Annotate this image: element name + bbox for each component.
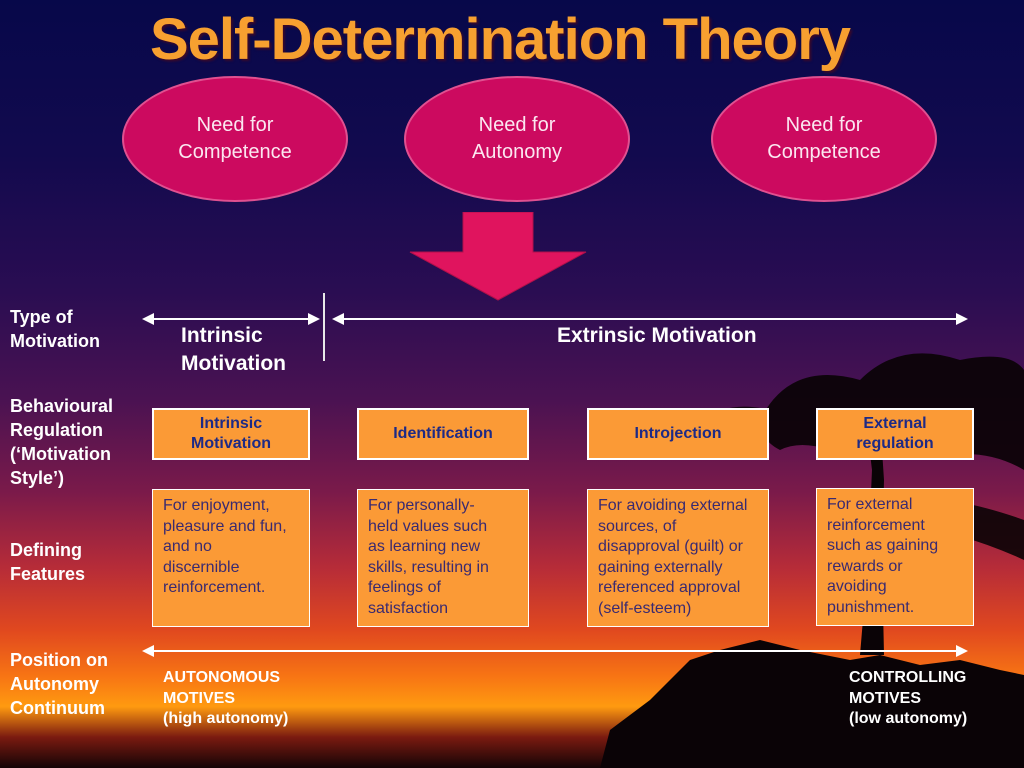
- label-line: Style’): [10, 468, 65, 488]
- label-line: CONTROLLING: [849, 669, 967, 686]
- feature-line: gaining externally: [598, 558, 723, 576]
- need-for-competence-ellipse-left: Need for Competence: [122, 76, 348, 202]
- feature-line: skills, resulting in: [368, 558, 489, 576]
- page-title: Self-Determination Theory: [149, 7, 851, 72]
- autonomy-continuum-arrow: [142, 645, 968, 657]
- feature-line: punishment.: [827, 598, 915, 616]
- extrinsic-range-arrow: [332, 313, 968, 325]
- feature-line: discernible: [163, 558, 240, 576]
- feature-intrinsic: For enjoyment, pleasure and fun, and no …: [152, 489, 310, 627]
- need-line-1: Need for: [785, 114, 863, 136]
- feature-line: as learning new: [368, 538, 481, 555]
- label-line: Features: [10, 564, 86, 584]
- feature-external: For external reinforcement such as gaini…: [816, 488, 974, 626]
- feature-line: disapproval (guilt) or: [598, 538, 743, 555]
- box-line: External: [863, 415, 927, 432]
- feature-line: referenced approval: [598, 579, 741, 596]
- row-label-defining-features: Defining Features: [10, 538, 85, 586]
- label-line: Intrinsic: [181, 324, 263, 347]
- need-line-2: Autonomy: [471, 141, 563, 163]
- feature-line: such as gaining: [827, 537, 939, 554]
- label-line: Regulation: [10, 420, 103, 440]
- label-line: (high autonomy): [163, 710, 289, 727]
- down-arrow-icon: [409, 212, 587, 301]
- label-line: Position on: [10, 650, 108, 670]
- feature-line: avoiding: [827, 578, 887, 595]
- row-label-type-of-motivation: Type of Motivation: [10, 305, 100, 353]
- feature-line: reinforcement: [827, 516, 925, 534]
- need-line-1: Need for: [196, 114, 274, 136]
- label-line: MOTIVES: [163, 689, 236, 707]
- label-line: Type of: [10, 307, 73, 327]
- label-line: Defining: [10, 540, 82, 560]
- feature-line: sources, of: [598, 517, 677, 535]
- label-line: Behavioural: [10, 396, 114, 416]
- regulation-external-regulation: External regulation: [816, 408, 974, 460]
- row-label-position-on-continuum: Position on Autonomy Continuum: [10, 648, 108, 720]
- extrinsic-motivation-label: Extrinsic Motivation: [557, 324, 757, 347]
- motivation-divider: [323, 293, 325, 361]
- need-for-competence-ellipse-right: Need for Competence: [711, 76, 937, 202]
- feature-line: pleasure and fun,: [163, 517, 287, 535]
- box-line: Introjection: [634, 425, 722, 442]
- label-line: Autonomy: [10, 674, 99, 694]
- label-line: MOTIVES: [849, 689, 922, 707]
- need-for-autonomy-ellipse: Need for Autonomy: [404, 76, 630, 202]
- label-line: AUTONOMOUS: [163, 669, 281, 686]
- label-line: Motivation: [181, 352, 286, 375]
- feature-line: For personally-: [368, 497, 475, 514]
- feature-line: held values such: [368, 517, 488, 535]
- feature-introjection: For avoiding external sources, of disapp…: [587, 489, 769, 627]
- continuum-left-label: AUTONOMOUS MOTIVES (high autonomy): [163, 668, 288, 730]
- intrinsic-motivation-label: Intrinsic Motivation: [181, 322, 286, 378]
- regulation-intrinsic-motivation: Intrinsic Motivation: [152, 408, 310, 460]
- need-line-2: Competence: [767, 141, 881, 163]
- label-line: Motivation: [10, 331, 100, 351]
- need-line-2: Competence: [178, 141, 292, 163]
- continuum-right-label: CONTROLLING MOTIVES (low autonomy): [849, 668, 967, 730]
- feature-line: and no: [163, 538, 212, 555]
- feature-line: feelings of: [368, 579, 441, 596]
- feature-line: For external: [827, 496, 913, 513]
- row-label-behavioural-regulation: Behavioural Regulation (‘Motivation Styl…: [10, 394, 113, 490]
- feature-line: rewards or: [827, 557, 903, 575]
- feature-line: (self-esteem): [598, 599, 692, 617]
- need-line-1: Need for: [478, 114, 556, 136]
- feature-identification: For personally- held values such as lear…: [357, 489, 529, 627]
- feature-line: satisfaction: [368, 599, 449, 617]
- regulation-identification: Identification: [357, 408, 529, 460]
- feature-line: For avoiding external: [598, 497, 748, 514]
- label-line: (low autonomy): [849, 710, 968, 727]
- label-line: (‘Motivation: [10, 444, 111, 464]
- box-line: regulation: [856, 435, 934, 452]
- feature-line: For enjoyment,: [163, 497, 270, 514]
- box-line: Motivation: [191, 435, 271, 452]
- label-line: Continuum: [10, 698, 105, 718]
- regulation-introjection: Introjection: [587, 408, 769, 460]
- box-line: Intrinsic: [199, 415, 263, 432]
- intrinsic-range-arrow: [142, 313, 320, 325]
- box-line: Identification: [393, 425, 493, 442]
- feature-line: reinforcement.: [163, 579, 266, 596]
